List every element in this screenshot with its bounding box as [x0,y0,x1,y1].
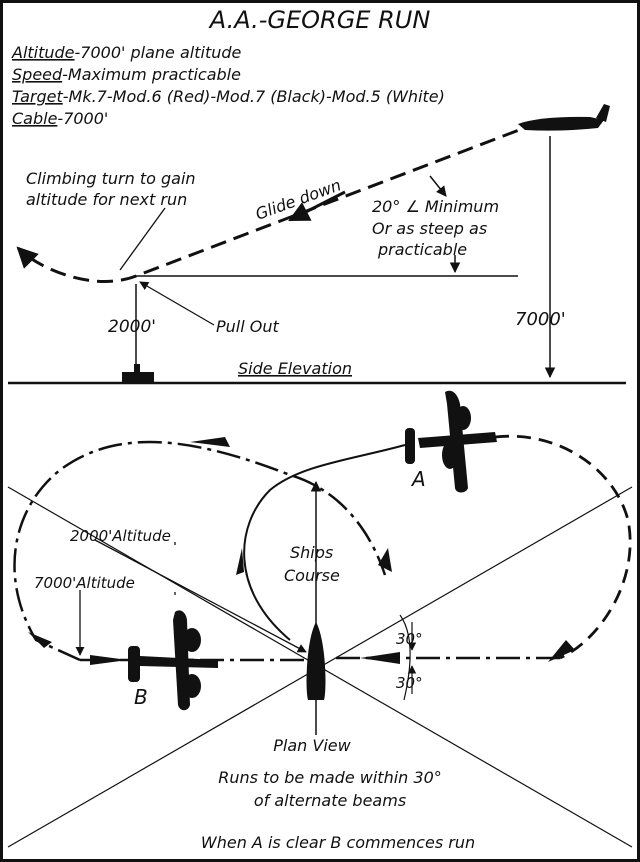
climb-leader [119,207,166,271]
ships-course-label-1: Ships [290,543,333,562]
spec-target: Target-Mk.7-Mod.6 (Red)-Mod.7 (Black)-Mo… [12,87,445,106]
spec-speed: Speed-Maximum practicable [12,65,241,84]
climb-label-2: altitude for next run [26,190,187,209]
climb-label-1: Climbing turn to gain [26,169,196,188]
loop-arrow-5 [548,640,575,662]
ship-plan-icon [306,622,326,700]
altitude-7000-label-plan: 7000'Altitude [34,574,135,592]
plane-b-label: B [134,685,148,709]
note-line-2: of alternate beams [254,791,406,810]
plane-a-inner-path [243,444,406,641]
spec-value: -7000' plane altitude [75,43,242,62]
angle-label-1: 20° ∠ Minimum [372,197,499,216]
side-flight-path [16,120,541,283]
spec-key: Target [12,87,63,106]
plan-view-caption: Plan View [273,736,351,755]
spec-cable: Cable-7000' [12,109,108,128]
plane-side-icon [518,104,610,131]
plane-b-icon [128,610,218,711]
ship-mast-icon [134,364,140,373]
note-line-1: Runs to be made within 30° [218,768,442,787]
spec-key: Cable [12,109,58,128]
loop-arrow-7 [90,655,128,665]
ship-side-icon [122,372,154,383]
plane-a-loop [494,434,632,660]
plane-a-label: A [410,467,426,491]
pull-out-leader [139,281,215,326]
side-elevation: Climbing turn to gain altitude for next … [8,104,626,385]
altitude-2000-label-plan: 2000'Altitude [70,527,171,545]
spec-list: Altitude-7000' plane altitude Speed-Maxi… [11,43,445,128]
plane-a-icon [405,390,497,493]
ships-course-label-2: Course [284,566,340,585]
altitude-7000-label: 7000' [515,309,566,330]
loop-arrow-1 [190,437,230,447]
loop-arrow-2 [28,632,52,648]
altitude-2000-label: 2000' [108,317,156,337]
spec-altitude: Altitude-7000' plane altitude [11,43,242,62]
alt2000-leader [94,539,307,653]
spec-value: -Mk.7-Mod.6 (Red)-Mod.7 (Black)-Mod.5 (W… [63,87,445,106]
loop-arrow-3 [378,548,392,572]
angle-label-lower: 30° [396,674,423,692]
angle-label-upper: 30° [396,630,423,648]
pull-out-label: Pull Out [216,317,280,336]
title: A.A.-GEORGE RUN [208,6,431,34]
loop-arrow-6 [360,652,400,664]
spec-key: Speed [12,65,63,84]
spec-key: Altitude [11,43,75,62]
angle-pointer-top [429,175,447,197]
spec-value: -Maximum practicable [62,65,241,84]
plan-view: 2000'Altitude 7000'Altitude Ships Course… [7,390,633,852]
spec-value: -7000' [57,109,108,128]
angle-label-2: Or as steep as [372,219,487,238]
plane-b-loop [13,440,387,662]
footer-note: When A is clear B commences run [201,833,475,852]
side-elevation-caption: Side Elevation [238,359,352,378]
loop-arrow-4 [236,548,244,575]
angle-label-3: practicable [377,240,467,259]
glide-arrow [288,190,346,222]
